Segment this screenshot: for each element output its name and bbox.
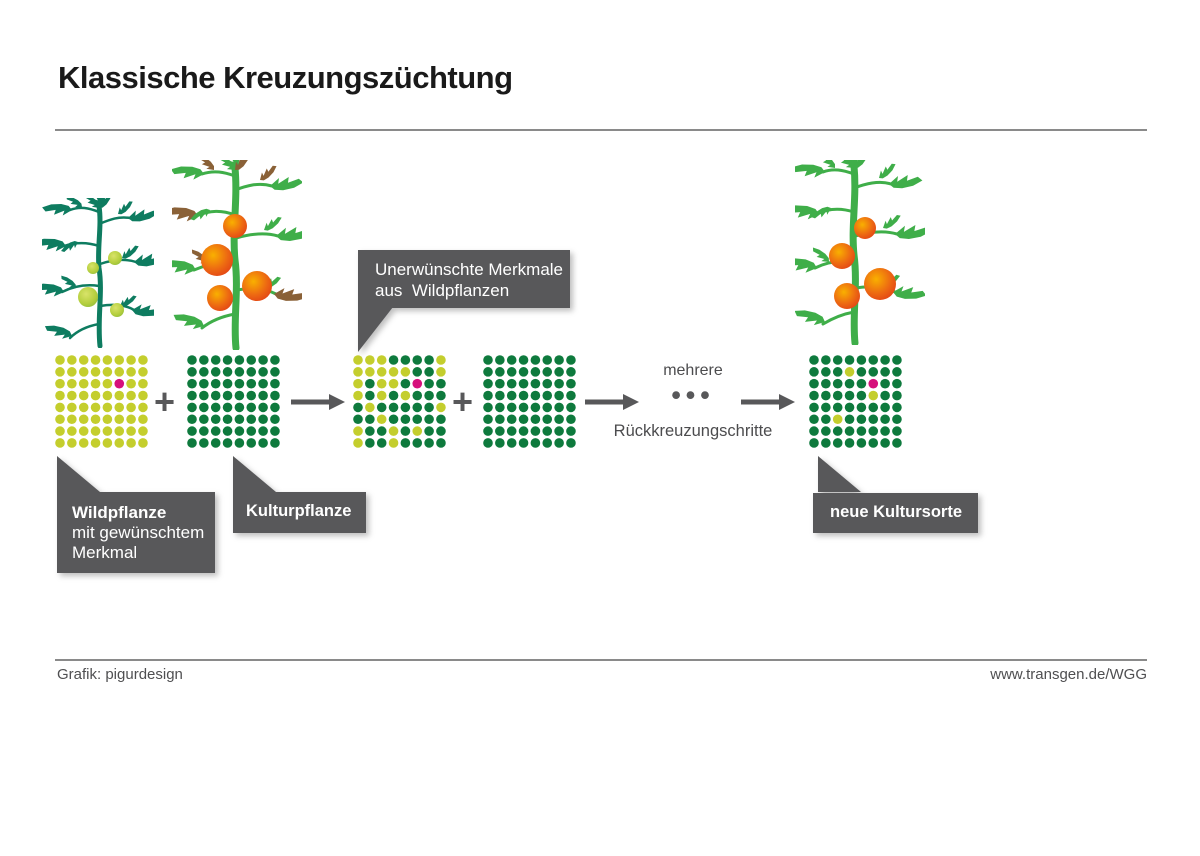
label-box: Wildpflanze mit gewünschtem Merkmal <box>57 492 215 573</box>
label-tail <box>57 456 100 492</box>
page-title: Klassische Kreuzungszüchtung <box>58 60 513 95</box>
gene-grid-kulturpflanze <box>187 355 282 450</box>
label-box: neue Kultursorte <box>813 493 978 533</box>
gene-grid-wildpflanze <box>55 355 150 450</box>
arrow-right-icon <box>741 394 795 410</box>
top-divider <box>55 129 1147 131</box>
wild-tomato-plant-illustration <box>32 180 167 353</box>
gene-grid-kulturpflanze-2 <box>483 355 578 450</box>
callout-line-1: Unerwünschte Merkmale <box>375 260 564 279</box>
plus-sign: + <box>452 381 474 422</box>
callout-line-2: aus Wildpflanzen <box>375 281 510 300</box>
gene-grid-cross-offspring <box>353 355 448 450</box>
gene-grid-neue-kultursorte <box>809 355 904 450</box>
callout-tail <box>358 307 393 352</box>
source-url: www.transgen.de/WGG <box>990 666 1147 683</box>
culture-tomato-plant-illustration <box>160 140 313 355</box>
bottom-divider <box>55 659 1147 661</box>
label-line-2: mit gewünschtem <box>72 523 205 542</box>
new-variety-tomato-plant-illustration <box>781 138 932 350</box>
credit-text: Grafik: pigurdesign <box>57 666 183 683</box>
callout-box: Unerwünschte Merkmale aus Wildpflanzen <box>358 250 570 308</box>
label-line-3: Merkmal <box>72 543 138 562</box>
rueckkreuzungschritte-text: Rückkreuzungschritte <box>613 422 773 440</box>
ellipsis-dots: ••• <box>671 380 715 410</box>
small-green-tomatoes <box>78 251 124 317</box>
label-tail <box>233 456 276 492</box>
label-tail <box>818 456 861 492</box>
red-tomatoes <box>201 214 272 311</box>
arrow-right-icon <box>585 394 639 410</box>
mehrere-text: mehrere <box>663 362 723 379</box>
arrow-right-icon <box>291 394 345 410</box>
red-tomatoes <box>829 217 896 309</box>
plus-sign: + <box>154 381 176 422</box>
label-box: Kulturpflanze <box>233 492 366 533</box>
label-title: Wildpflanze <box>72 503 167 522</box>
